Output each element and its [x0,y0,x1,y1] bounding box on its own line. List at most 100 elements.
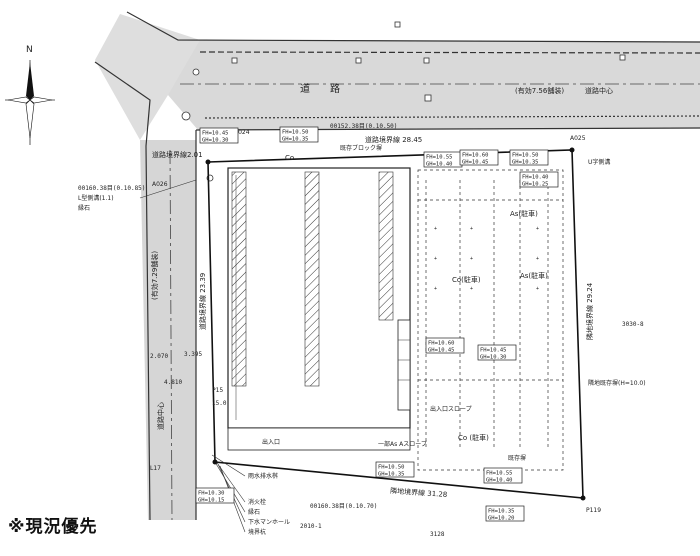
elevation-fh-text: FH=10.35 [488,509,515,515]
svg-text:+: + [470,226,473,232]
number-4: 3030-8 [622,321,644,328]
elevation-box-frame [459,149,499,166]
co-top-label: Co [285,154,294,162]
survey-point-markers [205,147,586,501]
boundary-left-label: 道路境界線 23.39 [198,273,207,330]
road-left-surface [140,140,196,520]
elevation-box-frame [425,337,465,354]
elevation-fh-text: FH=10.50 [378,465,405,471]
boundary-top-label: 道路境界線 28.45 [365,135,422,144]
elevation-gh-text: GH=10.45 [462,160,489,166]
svg-text:+: + [536,256,539,262]
elevation-box-layer: FH=10.45GH=10.30FH=10.50GH=10.35FH=10.55… [195,126,559,522]
road-centerline-left [169,149,173,521]
elevation-box-frame [483,467,523,484]
elevation-box-frame [477,344,517,361]
manhole-label: 下水マンホール [248,518,290,526]
boundary-right-label: 隣地境界線 29.24 [585,282,594,340]
chain-bottom-label: 00160.38目(0.10.70) [310,503,377,510]
elevation-gh-text: GH=10.40 [426,162,453,168]
elevation-gh-text: GH=10.15 [198,498,225,504]
compass-north-arrow: N [5,45,55,145]
elevation-box-frame [509,149,549,166]
elevation-gh-text: GH=10.30 [480,355,507,361]
road-fixtures [181,21,626,182]
left-note-a: L型側溝(1.1) [78,194,114,202]
slope-label: 出入口スロープ [430,405,472,413]
svg-text:+: + [434,256,437,262]
svg-text:+: + [434,286,437,292]
point-p119: P119 [586,507,601,514]
elevation-fh-text: FH=10.40 [522,175,549,181]
elevation-box-frame [485,505,525,522]
elevation-gh-text: GH=10.35 [512,160,539,166]
elevation-fh-text: FH=10.45 [480,348,507,354]
elevation-gh-text: GH=10.25 [522,182,549,188]
number-6: 2010-1 [300,523,322,530]
co-mid-label: Co(駐車) [452,275,481,284]
co-bottom-label: Co (駐車) [458,433,489,442]
drain-label: 雨水排水桝 [248,472,278,480]
elevation-fh-text: FH=10.30 [198,491,225,497]
hatched-column-1 [231,171,247,387]
parking-markers: +++ +++ +++ [434,226,539,292]
svg-text:+: + [470,256,473,262]
number-7: 15.0 [212,400,227,407]
elevation-box-frame [519,171,559,188]
chain-left-label: 00160.38目(0.10.85) [78,185,145,192]
elevation-gh-text: GH=10.35 [378,472,405,478]
boundary-bottom-label: 隣地境界線 31.28 [390,486,448,499]
elevation-gh-text: GH=10.35 [282,137,309,143]
gate-label: 出入口 [262,438,280,446]
elevation-box-frame [279,126,319,143]
point-l17: L17 [150,465,161,472]
compass-north-label: N [26,45,33,55]
road-center-label: 道路中心 [585,86,613,95]
elevation-fh-text: FH=10.50 [282,130,309,136]
existing-wall-label: 既存ブロック塀 [340,144,382,152]
number-2: 4.810 [164,379,182,386]
elevation-gh-text: GH=10.30 [202,138,229,144]
number-5: 3128 [430,531,445,538]
svg-text:+: + [536,286,539,292]
hatched-column-2 [304,171,320,387]
elevation-fh-text: FH=10.60 [462,153,489,159]
left-road-width-label: (有効7.29舗装) [150,251,159,300]
elevation-gh-text: GH=10.20 [488,516,515,522]
parking-area [417,169,564,471]
elevation-fh-text: FH=10.50 [512,153,539,159]
point-p15: P15 [212,387,223,394]
number-1: 3.395 [184,351,202,358]
elevation-box-frame [195,487,235,504]
elevation-gh-text: GH=10.45 [428,348,455,354]
point-a24: A024 [234,129,250,136]
road-width-label: (有効7.56舗装) [515,86,564,95]
hatched-column-3 [378,171,394,321]
road-top-surface [168,40,700,130]
ul-note-label: U字側溝 [588,158,610,166]
hydrant-label: 消火栓 [248,498,266,506]
left-road-center-label: 道路中心 [156,402,165,430]
elevation-gh-text: GH=10.40 [486,478,513,484]
elevation-fh-text: FH=10.45 [202,131,229,137]
elevation-box-frame [375,461,415,478]
footer-note: ※現況優先 [8,517,98,537]
road-name-label: 道 路 [300,82,340,95]
number-3: 2.070 [150,353,168,360]
existing-fence-label: 既存塀 [508,454,526,462]
elevation-fh-text: FH=10.60 [428,341,455,347]
curb-label: 縁石 [248,508,260,516]
as-label-b: As(駐車) [520,271,548,280]
